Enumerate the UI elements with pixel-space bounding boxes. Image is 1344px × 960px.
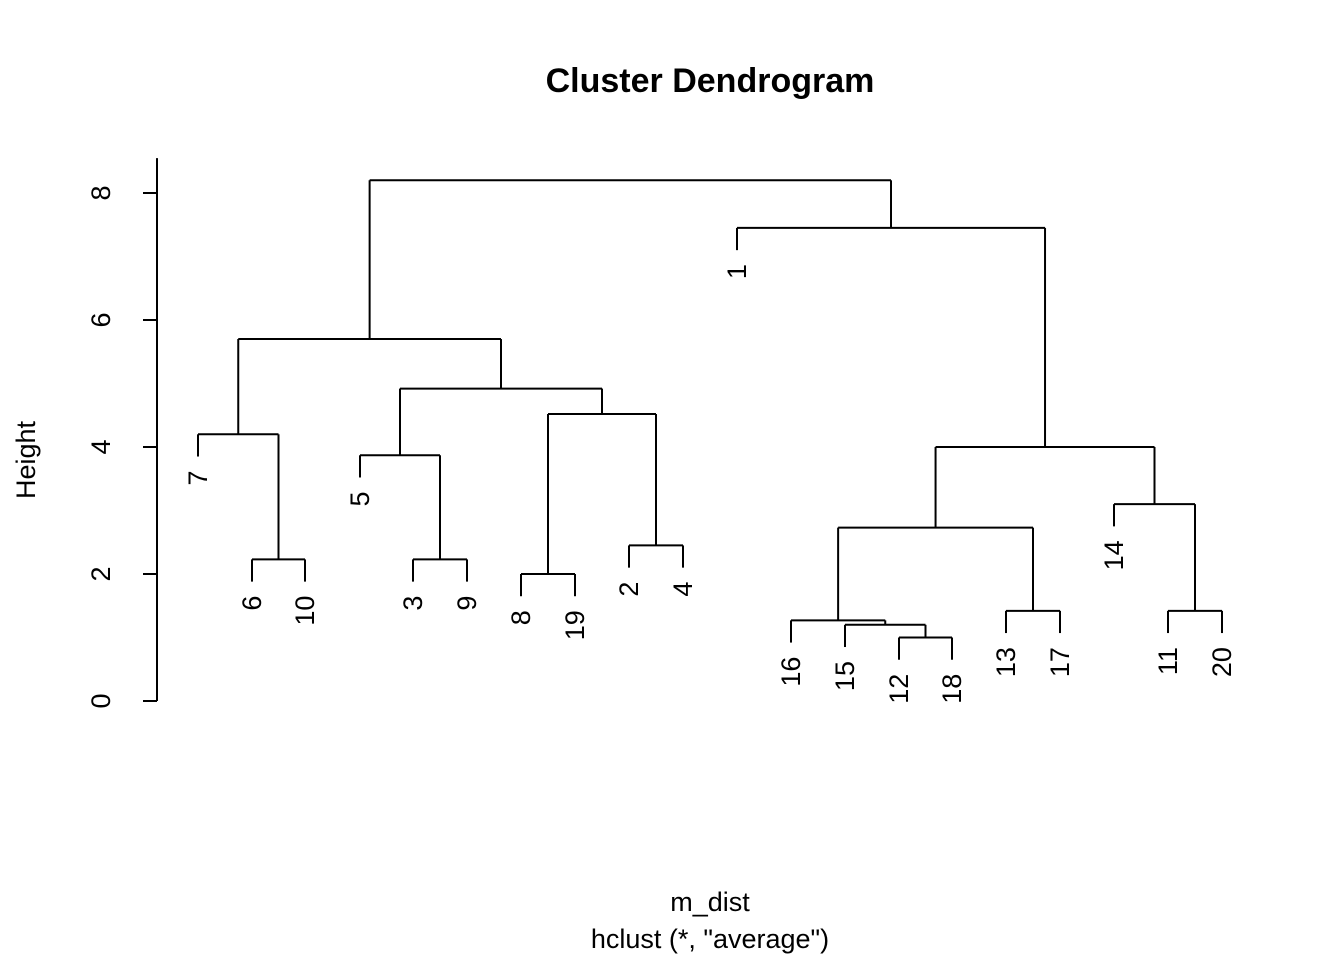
y-tick-label: 4 [86, 439, 116, 454]
leaf-label: 20 [1207, 647, 1237, 677]
leaf-label: 9 [452, 596, 482, 611]
leaf-label: 16 [776, 657, 806, 687]
y-tick-label: 8 [86, 185, 116, 200]
leaf-label: 17 [1045, 647, 1075, 677]
leaf-label: 11 [1153, 647, 1183, 675]
leaf-label: 10 [290, 596, 320, 626]
x-axis-sub-label: hclust (*, "average") [591, 924, 829, 954]
y-tick-label: 2 [86, 566, 116, 581]
y-tick-label: 0 [86, 693, 116, 708]
leaf-labels: 7 6 10 5 3 9 8 19 2 4 1 16 15 12 18 13 17 14 11 20 [183, 264, 1237, 704]
dendrogram-tree [197, 179, 1223, 660]
leaf-label: 1 [722, 264, 752, 279]
leaf-label: 2 [614, 582, 644, 597]
leaf-label: 15 [830, 661, 860, 691]
leaf-label: 8 [506, 610, 536, 625]
leaf-label: 5 [345, 491, 375, 506]
leaf-label: 4 [668, 582, 698, 597]
leaf-label: 19 [560, 610, 590, 640]
leaf-label: 14 [1099, 540, 1129, 570]
leaf-label: 18 [937, 674, 967, 704]
y-axis: 0 2 4 6 8 [86, 158, 158, 709]
leaf-label: 6 [237, 596, 267, 611]
y-tick-label: 6 [86, 312, 116, 327]
leaf-label: 12 [884, 674, 914, 704]
leaf-label: 7 [183, 471, 213, 486]
leaf-label: 13 [991, 647, 1021, 677]
y-axis-label: Height [11, 420, 41, 499]
leaf-label: 3 [398, 596, 428, 611]
x-axis-label: m_dist [670, 887, 750, 917]
chart-title: Cluster Dendrogram [546, 62, 875, 100]
